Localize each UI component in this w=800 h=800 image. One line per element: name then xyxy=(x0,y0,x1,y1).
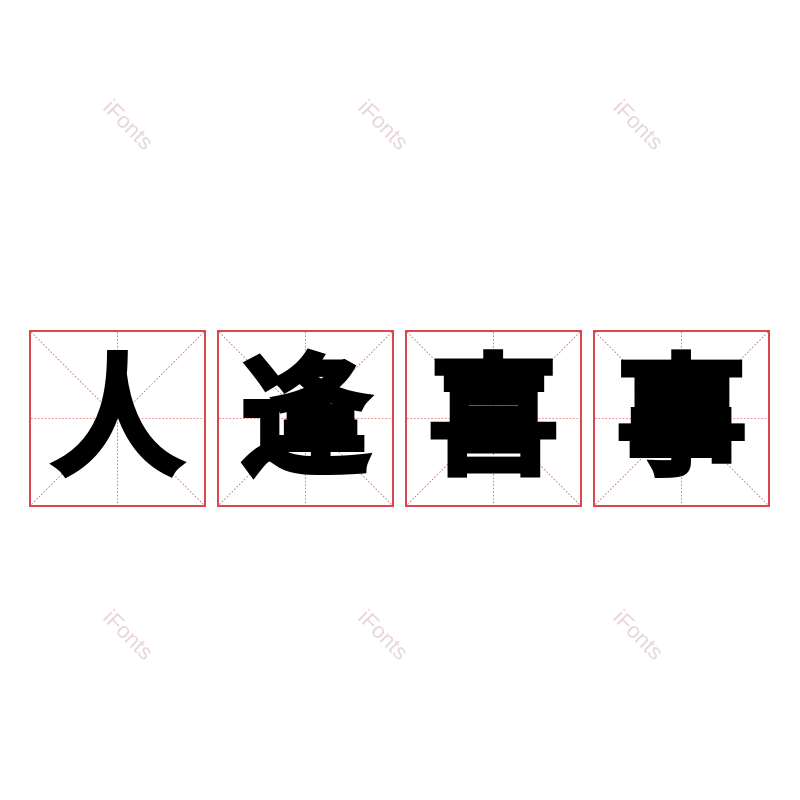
watermark: iFonts xyxy=(98,94,159,155)
character: 人 xyxy=(50,343,184,493)
grid-guides xyxy=(31,332,204,505)
grid-guides xyxy=(219,332,392,505)
character: 逢 xyxy=(238,343,372,493)
character: 喜 xyxy=(426,343,560,493)
grid-guides xyxy=(407,332,580,505)
watermark: iFonts xyxy=(353,604,414,665)
watermark: iFonts xyxy=(608,604,669,665)
character: 事 xyxy=(614,343,748,493)
watermark: iFonts xyxy=(98,604,159,665)
grid-box-2: 逢 xyxy=(217,330,394,507)
grid-box-4: 事 xyxy=(593,330,770,507)
watermark: iFonts xyxy=(353,94,414,155)
watermark: iFonts xyxy=(608,94,669,155)
grid-box-1: 人 xyxy=(29,330,206,507)
grid-guides xyxy=(595,332,768,505)
grid-box-3: 喜 xyxy=(405,330,582,507)
